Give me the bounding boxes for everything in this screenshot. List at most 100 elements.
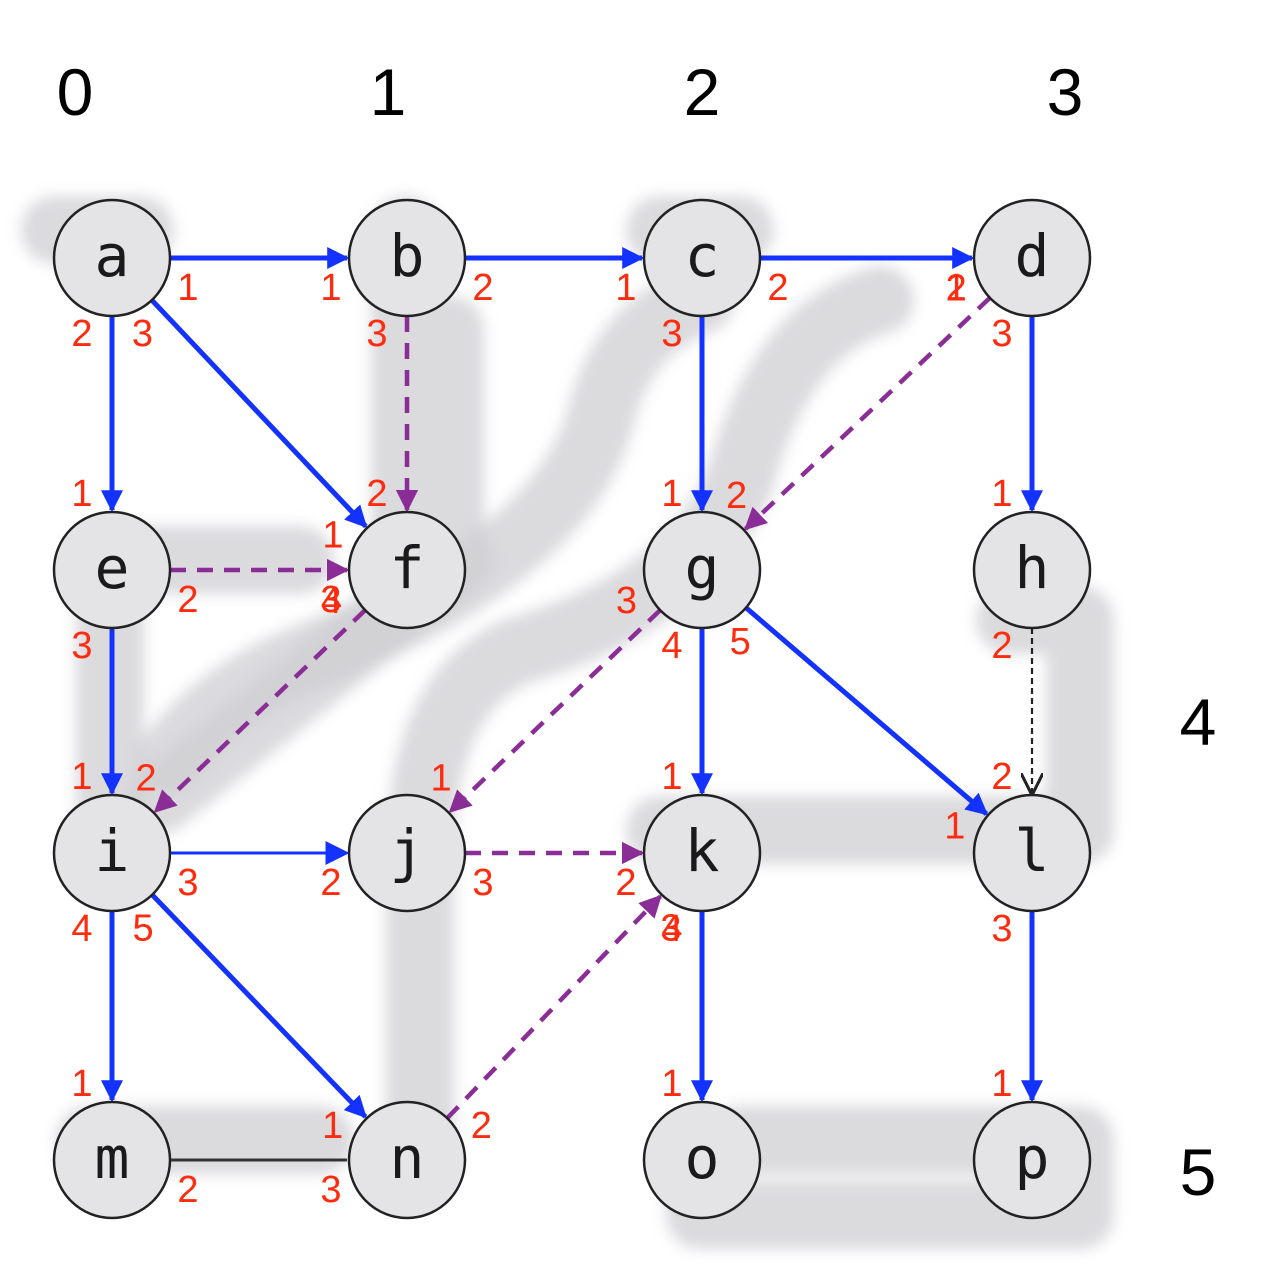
node-a: a: [52, 198, 172, 318]
edges-layer: [100, 246, 1044, 1162]
port-label-a-e-in: 1: [71, 473, 92, 515]
node-c-label: c: [685, 222, 720, 290]
port-label-i-n-in: 1: [322, 1105, 343, 1147]
port-label-a-b-out: 1: [177, 267, 198, 309]
node-c-circle: [642, 198, 762, 318]
node-d-circle: [972, 198, 1092, 318]
port-label-f-i-in: 2: [136, 758, 157, 800]
port-label-b-f-in: 2: [366, 473, 387, 515]
node-o-circle: [642, 1100, 762, 1220]
port-label-g-l-in: 1: [944, 805, 965, 847]
nodes-layer: a b c d e f g h i j k l m n o p: [52, 198, 1092, 1220]
column-label-3: 3: [1047, 55, 1084, 129]
node-i-label: i: [95, 817, 130, 885]
node-m: m: [52, 1100, 172, 1220]
node-k-label: k: [685, 817, 720, 885]
node-f: f: [347, 510, 467, 630]
edge-g-l: [744, 605, 989, 816]
node-p: p: [972, 1100, 1092, 1220]
node-e-label: e: [95, 534, 130, 602]
edge-n-k: [445, 894, 663, 1120]
shadow-region-5: [56, 1106, 1114, 1249]
node-d-label: d: [1015, 222, 1050, 290]
node-n-label: n: [390, 1124, 425, 1192]
node-g: g: [642, 510, 762, 630]
port-label-d-h-out: 3: [991, 313, 1012, 355]
port-label-h-l-out: 2: [991, 625, 1012, 667]
port-label-l-p-in: 1: [991, 1063, 1012, 1105]
port-label-b-c-in: 1: [615, 267, 636, 309]
node-f-label: f: [390, 534, 425, 602]
port-label-j-k-in: 2: [615, 862, 636, 904]
node-a-label: a: [95, 222, 130, 290]
node-l-label: l: [1015, 817, 1050, 885]
column-labels: 0 1 2 3 4 5: [57, 55, 1217, 1209]
partition-shadows: [21, 196, 1114, 1249]
port-label-i-j-in: 2: [320, 862, 341, 904]
node-n-circle: [347, 1100, 467, 1220]
node-d: d: [972, 198, 1092, 318]
port-label-k-o-out: 4: [661, 908, 682, 950]
column-label-0: 0: [57, 55, 94, 129]
port-label-g-j-in: 1: [431, 758, 452, 800]
port-label-d-g-out: 2: [946, 267, 967, 309]
node-l-circle: [972, 793, 1092, 913]
column-label-4: 4: [1180, 685, 1217, 759]
edge-i-n: [150, 893, 368, 1119]
node-j-circle: [347, 793, 467, 913]
node-e-circle: [52, 510, 172, 630]
port-label-k-o-in: 1: [661, 1063, 682, 1105]
node-i: i: [52, 793, 172, 913]
port-label-i-m-out: 4: [71, 908, 92, 950]
port-label-m-n-in: 3: [320, 1169, 341, 1211]
node-m-label: m: [95, 1124, 130, 1192]
node-g-label: g: [685, 534, 720, 602]
node-o: o: [642, 1100, 762, 1220]
node-g-circle: [642, 510, 762, 630]
port-label-i-n-out: 5: [132, 908, 153, 950]
port-label-a-e-out: 2: [71, 313, 92, 355]
node-j: j: [347, 793, 467, 913]
port-label-e-f-in: 3: [320, 579, 341, 621]
port-label-c-g-out: 3: [661, 313, 682, 355]
port-label-b-c-out: 2: [472, 267, 493, 309]
port-label-n-k-out: 2: [471, 1105, 492, 1147]
edge-d-g: [743, 296, 992, 531]
node-h-label: h: [1015, 534, 1050, 602]
node-e: e: [52, 510, 172, 630]
node-l: l: [972, 793, 1092, 913]
port-label-d-g-in: 2: [726, 475, 747, 517]
port-label-e-i-out: 3: [71, 625, 92, 667]
port-label-c-g-in: 1: [661, 473, 682, 515]
node-b: b: [347, 198, 467, 318]
port-label-a-f-in: 1: [322, 514, 343, 556]
node-n: n: [347, 1100, 467, 1220]
node-a-circle: [52, 198, 172, 318]
node-k: k: [642, 793, 762, 913]
node-h-circle: [972, 510, 1092, 630]
edge-f-i: [153, 608, 367, 814]
edge-a-f: [150, 298, 368, 529]
node-p-label: p: [1015, 1124, 1050, 1192]
port-label-i-j-out: 3: [177, 862, 198, 904]
port-label-d-h-in: 1: [991, 473, 1012, 515]
port-label-m-n-out: 2: [177, 1169, 198, 1211]
port-label-c-d-out: 2: [767, 267, 788, 309]
node-m-circle: [52, 1100, 172, 1220]
port-label-e-i-in: 1: [71, 756, 92, 798]
node-b-circle: [347, 198, 467, 318]
port-label-c-d-in: 1: [945, 267, 966, 309]
column-label-5: 5: [1180, 1135, 1217, 1209]
port-label-g-k-out: 4: [661, 625, 682, 667]
port-label-n-k-in: 3: [660, 908, 681, 950]
port-label-a-f-out: 3: [132, 313, 153, 355]
node-i-circle: [52, 793, 172, 913]
port-label-a-b-in: 1: [320, 267, 341, 309]
column-label-2: 2: [684, 55, 721, 129]
node-b-label: b: [390, 222, 425, 290]
port-label-i-m-in: 1: [71, 1063, 92, 1105]
port-label-b-f-out: 3: [366, 313, 387, 355]
port-label-e-f-out: 2: [177, 579, 198, 621]
port-label-g-k-in: 1: [661, 756, 682, 798]
